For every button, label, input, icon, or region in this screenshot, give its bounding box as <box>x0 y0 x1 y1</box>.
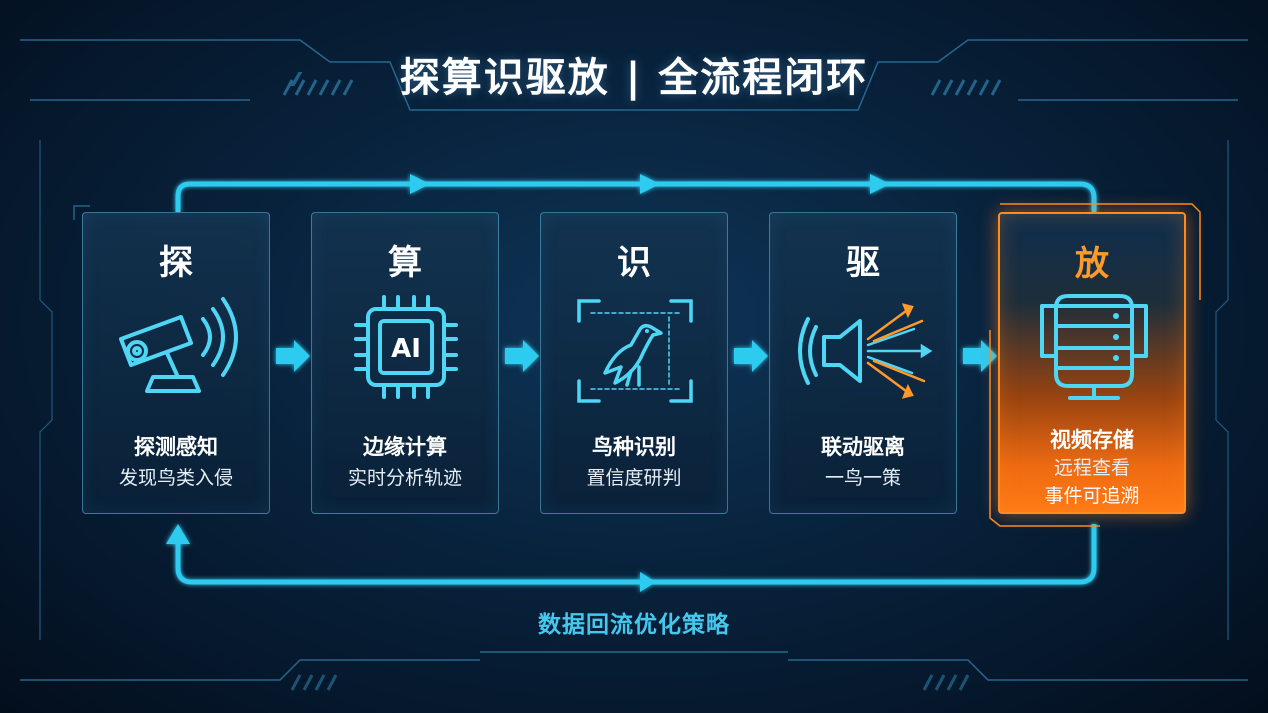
step-desc: 实时分析轨迹 <box>347 467 462 489</box>
bird-recognition-icon <box>577 299 693 403</box>
step-card-compute: 算 AI 边缘计算 实时分析轨迹 <box>311 212 499 514</box>
step-head: 算 <box>388 243 422 283</box>
step-title: 视频存储 <box>1050 428 1134 452</box>
camera-icon <box>119 297 238 393</box>
step-head: 探 <box>159 243 193 283</box>
ai-chip-icon: AI <box>354 295 458 399</box>
speaker-icon <box>798 303 933 399</box>
feedback-label: 数据回流优化策略 <box>538 612 730 638</box>
step-card-store: 放 视频存储 远程查看 事件可追溯 <box>998 212 1186 514</box>
page-title: 探算识驱放 | 全流程闭环 <box>399 55 869 101</box>
step-desc-extra: 事件可追溯 <box>1044 485 1140 507</box>
step-desc: 远程查看 <box>1053 457 1130 479</box>
step-head: 放 <box>1075 244 1109 284</box>
step-desc: 置信度研判 <box>586 467 682 489</box>
step-desc: 发现鸟类入侵 <box>118 467 233 489</box>
step-title: 鸟种识别 <box>592 435 676 459</box>
step-title: 探测感知 <box>134 435 218 459</box>
step-card-identify: 识 鸟种识别 置信度研判 <box>540 212 728 514</box>
step-desc: 一鸟一策 <box>824 467 901 489</box>
ai-chip-label: AI <box>391 334 421 364</box>
step-head: 驱 <box>846 243 880 283</box>
database-icon <box>1040 294 1148 400</box>
step-card-repel: 驱 联动驱离 一鸟一策 <box>769 212 957 514</box>
step-title: 联动驱离 <box>821 435 905 459</box>
step-head: 识 <box>617 243 651 283</box>
step-card-detect: 探 探测感知 发现鸟类入侵 <box>82 212 270 514</box>
step-title: 边缘计算 <box>363 435 447 459</box>
